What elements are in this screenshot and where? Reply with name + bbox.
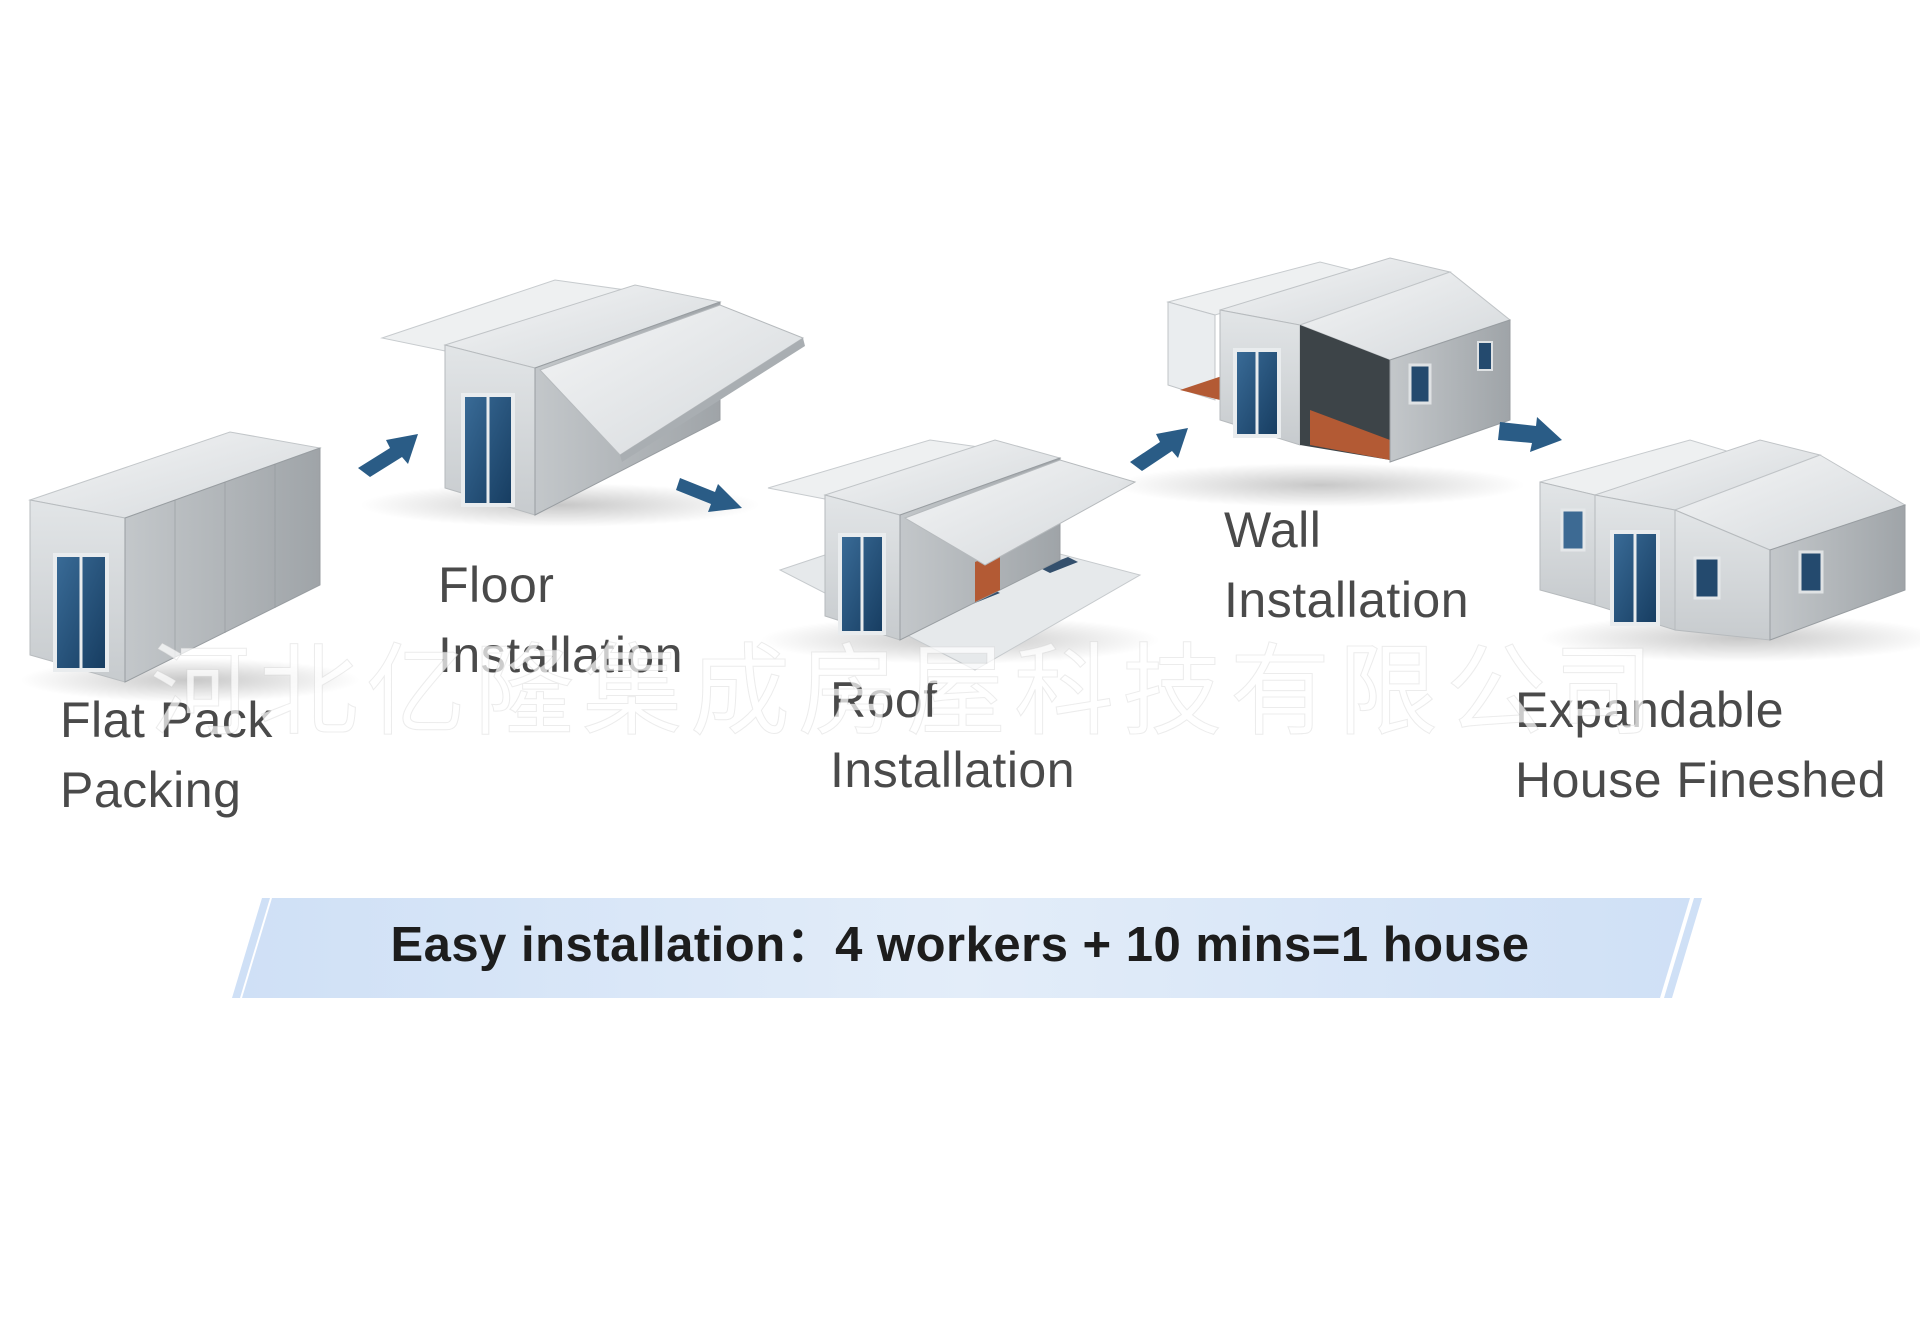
step-label-flat-pack: Flat Pack Packing [60,692,273,818]
step-label-wall: Wall Installation [1224,502,1470,628]
step-label-floor: Floor Installation [438,557,684,683]
arrow-right-icon [358,434,418,477]
banner-text: Easy installation：4 workers + 10 mins=1 … [390,918,1530,972]
arrow-right-icon [676,478,742,512]
finished-house-icon [1539,439,1920,662]
roof-installation-house-icon [760,439,1160,671]
wall-installation-house-icon [1115,257,1525,507]
arrow-right-icon [1498,417,1562,452]
summary-banner [232,898,1702,998]
company-watermark: 河北亿隆集成房屋科技有限公司 [150,636,1662,749]
step-label-roof: Roof Installation [830,672,1076,798]
flat-pack-container-icon [20,431,360,702]
step-label-finished: Expandable House Fineshed [1515,682,1887,808]
floor-installation-house-icon [360,279,805,527]
arrow-right-icon [1130,428,1188,471]
